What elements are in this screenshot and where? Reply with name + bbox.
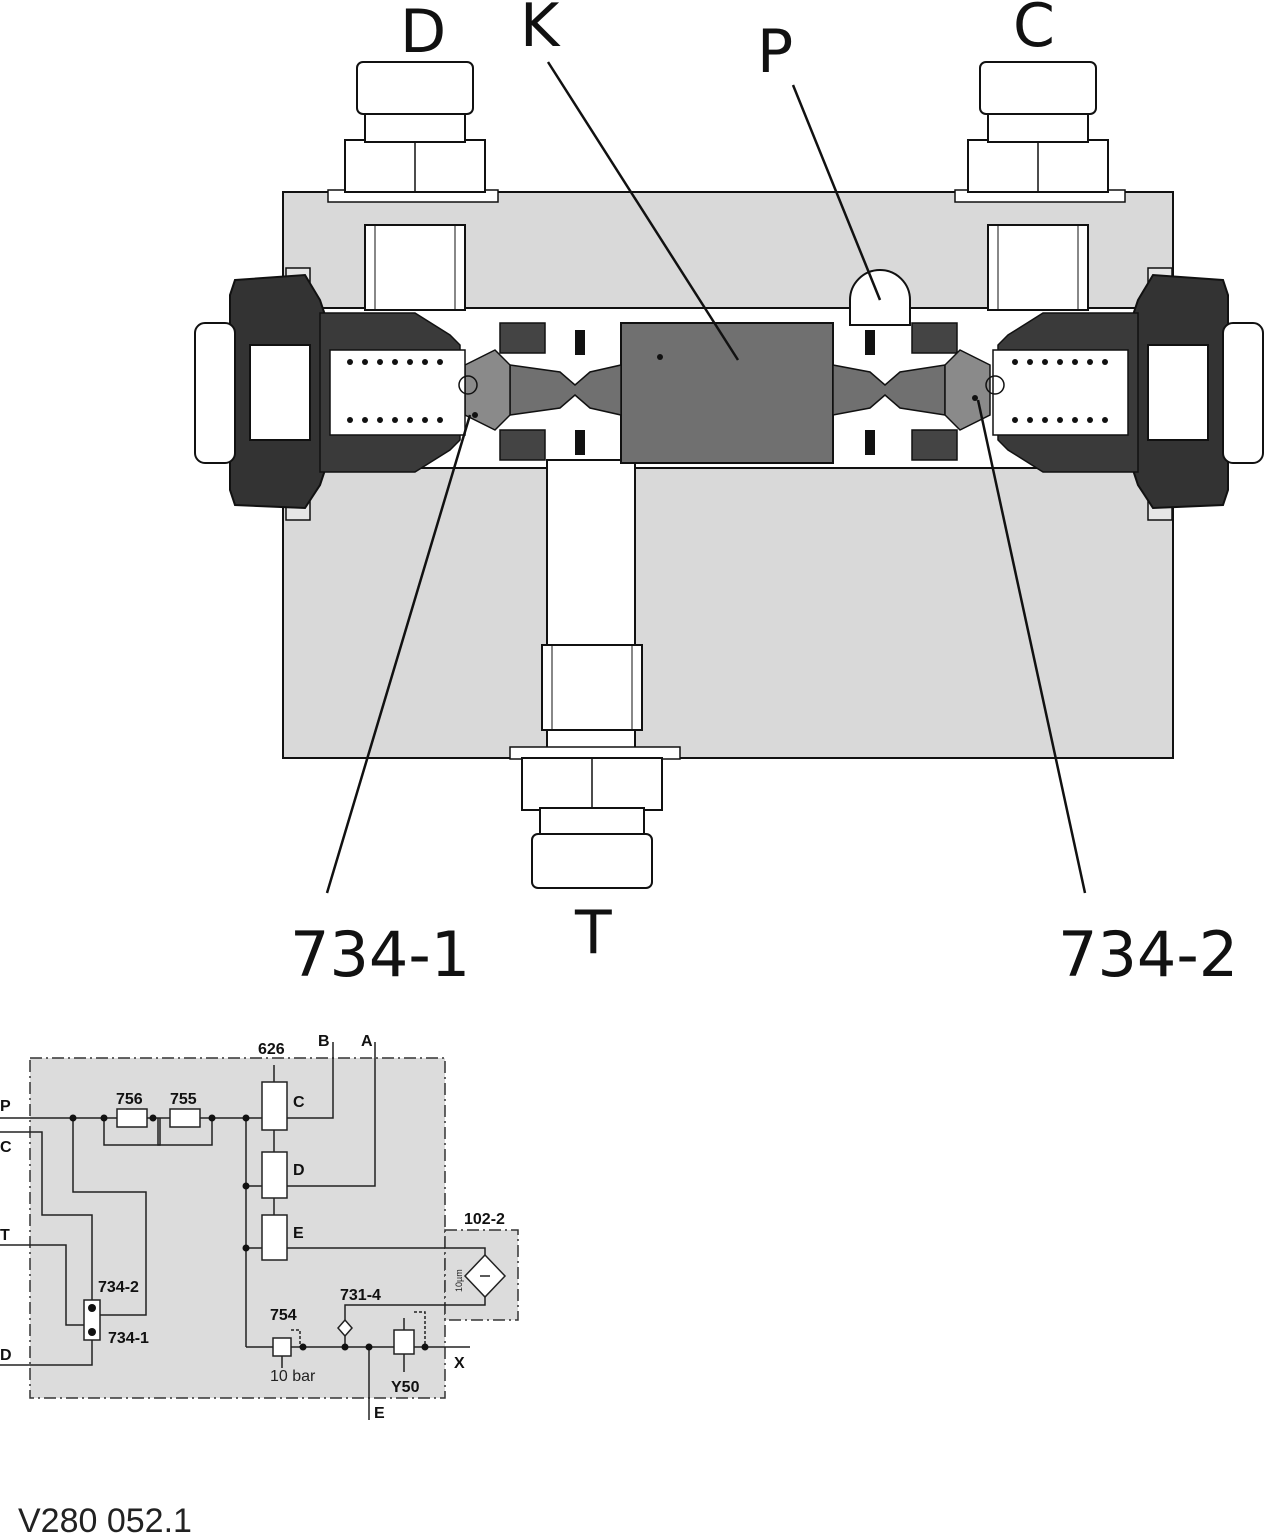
sch-port-p: P [0,1098,11,1115]
fitting-d [327,61,499,311]
sch-102-2: 102-2 [464,1211,505,1228]
sch-756: 756 [116,1091,143,1108]
sch-valve-c: C [293,1094,305,1111]
drawing-code: V280 052.1 [18,1502,192,1535]
sch-734-1: 734-1 [108,1330,149,1347]
sch-755: 755 [170,1091,197,1108]
label-734-1: 734-1 [290,918,470,991]
label-p: P [757,17,793,87]
label-d: D [400,0,446,67]
sch-port-a: A [361,1033,373,1050]
sch-port-x: X [454,1355,465,1372]
sch-port-b: B [318,1033,330,1050]
poppet-734-2 [944,349,991,431]
schematic-frame [29,1057,446,1399]
sch-754: 754 [270,1307,297,1324]
label-c: C [1013,0,1055,61]
leader-734-1 [325,414,472,894]
sch-734-2: 734-2 [98,1279,139,1296]
spool-body [620,322,834,464]
sch-valve-e: E [293,1225,304,1242]
sch-port-e: E [374,1405,385,1422]
label-t: T [574,898,612,968]
leader-k [546,61,740,361]
sch-port-c: C [0,1139,12,1156]
label-k: K [520,0,561,61]
section-view: D K P C T 734-1 734-2 [194,0,1264,991]
spring-734-1 [347,359,443,423]
leader-p [791,84,882,301]
sch-626: 626 [258,1041,285,1058]
leader-734-2 [976,399,1087,894]
hydraulic-schematic: P C T D B A X E 626 756 755 734-2 734-1 … [0,1033,519,1422]
fitting-t [509,644,681,889]
poppet-734-1 [464,349,511,431]
spring-734-2 [1012,359,1108,423]
sch-pressure: 10 bar [270,1368,316,1385]
sch-filter-rating: 10µm [454,1269,464,1292]
sch-port-d: D [0,1347,12,1364]
sch-731-4: 731-4 [340,1287,381,1304]
fitting-c [954,61,1126,311]
sch-y50: Y50 [391,1379,420,1396]
sch-port-t: T [0,1227,10,1244]
label-734-2: 734-2 [1058,918,1238,991]
sch-valve-d: D [293,1162,305,1179]
